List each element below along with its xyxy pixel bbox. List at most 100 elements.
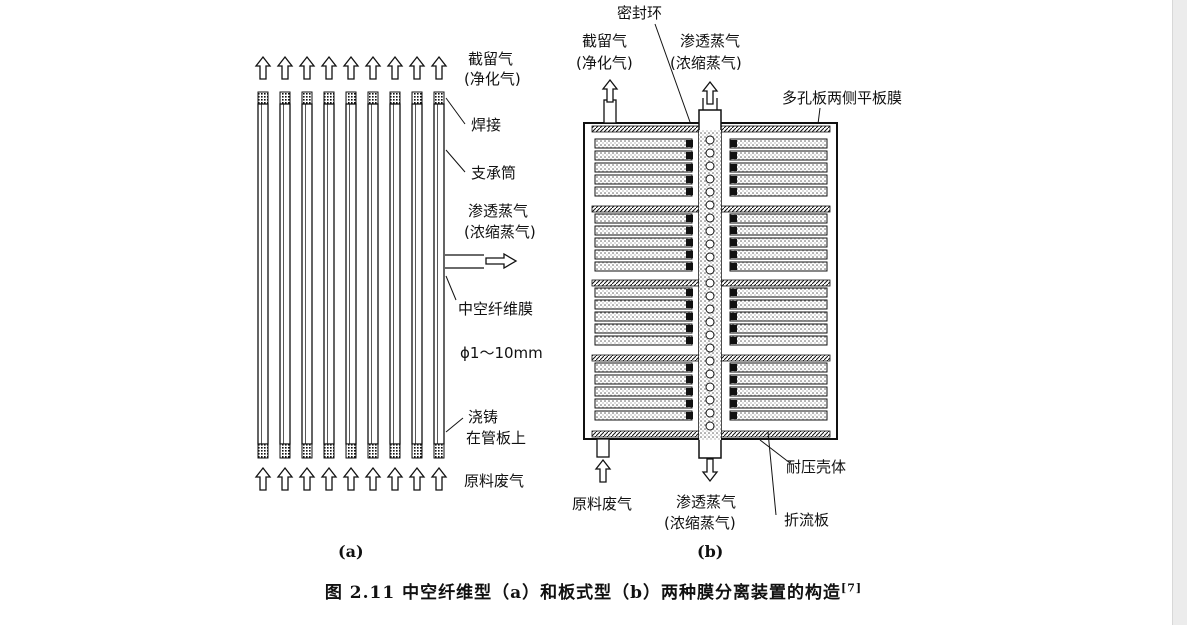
flat-membrane-plate [729,410,828,421]
a-retentate-label-2: (净化气) [464,70,521,88]
hollow-fiber-tube [257,103,269,445]
hollow-fiber-tube [367,103,379,445]
a-sub-label: (a) [338,542,364,561]
retentate-up-arrow [298,55,316,80]
seal-ring-block [730,152,737,159]
flat-membrane-plate [594,410,693,421]
perforation-hole [705,252,715,262]
flat-membrane-plate [729,261,828,272]
potting-block [257,443,269,459]
hollow-fiber-tube [301,103,313,445]
flat-membrane-plate [729,213,828,224]
potting-block [367,443,379,459]
flat-membrane-plate [729,323,828,334]
hollow-fiber-tube [411,103,423,445]
flat-membrane-plate [729,138,828,149]
retentate-up-arrow [364,55,382,80]
weld-block [279,91,291,105]
seal-ring-block [686,227,693,234]
seal-ring-block [686,152,693,159]
perforation-hole [705,304,715,314]
feed-up-arrow [342,466,360,491]
flat-membrane-plate [729,398,828,409]
permeate-top-arrow [701,80,719,105]
flat-membrane-plate [729,386,828,397]
perforation-hole [705,395,715,405]
seal-ring-block [730,400,737,407]
weld-block [367,91,379,105]
retentate-up-arrow [342,55,360,80]
seal-ring-block [730,388,737,395]
perforation-hole [705,239,715,249]
flat-membrane-plate [594,249,693,260]
permeate-bottom-arrow [701,458,719,483]
potting-block [389,443,401,459]
a-feed-label: 原料废气 [464,472,524,490]
seal-ring-block [730,289,737,296]
seal-ring-block [730,313,737,320]
feed-up-arrow [254,466,272,491]
plate-module [583,23,838,516]
flat-membrane-plate [594,186,693,197]
flat-membrane-plate [594,398,693,409]
b-flat-membrane-label: 多孔板两侧平板膜 [782,89,902,107]
seal-ring-block [730,251,737,258]
flat-membrane-plate [594,362,693,373]
feed-up-arrow [364,466,382,491]
flat-membrane-plate [729,150,828,161]
seal-ring-block [730,215,737,222]
baffle-leader [767,431,777,516]
flat-membrane-plate [729,287,828,298]
flat-membrane-plate [729,311,828,322]
perforation-hole [705,265,715,275]
weld-block [257,91,269,105]
hollow-fiber-tube [389,103,401,445]
a-potting-label-2: 在管板上 [466,429,526,447]
flat-membrane-plate [594,323,693,334]
b-retentate-label-2: (净化气) [576,54,633,72]
perforation-hole [705,356,715,366]
hollow-fiber-tube [433,103,445,445]
feed-inlet-arrow [594,458,612,483]
feed-up-arrow [408,466,426,491]
seal-ring-block [686,140,693,147]
b-seal-ring-label: 密封环 [617,4,662,22]
seal-ring-block [730,239,737,246]
a-weld-label: 焊接 [471,116,501,134]
flat-membrane-plate [594,261,693,272]
weld-block [433,91,445,105]
hollow-fiber-tube [345,103,357,445]
perforation-hole [705,343,715,353]
hollow-fiber-tube [323,103,335,445]
potting-block [323,443,335,459]
flat-membrane-plate [729,249,828,260]
flat-membrane-plate [729,225,828,236]
seal-ring-leader [654,23,691,123]
perforation-hole [705,148,715,158]
perforation-hole [705,291,715,301]
b-pressure-shell-label: 耐压壳体 [786,458,846,476]
retentate-up-arrow [408,55,426,80]
b-baffle-label: 折流板 [784,511,829,529]
a-potting-label-1: 浇铸 [468,408,498,426]
retentate-outlet-pipe [603,99,617,124]
seal-ring-block [686,337,693,344]
perforation-hole [705,135,715,145]
flat-membrane-plate [729,162,828,173]
flat-membrane-plate [594,213,693,224]
perforation-hole [705,369,715,379]
flat-membrane-plate [594,150,693,161]
seal-ring-block [686,176,693,183]
flat-membrane-plate [594,386,693,397]
potting-leader [445,417,464,433]
flat-membrane-plate [594,299,693,310]
seal-ring-block [686,376,693,383]
flat-membrane-plate [594,162,693,173]
caption-reference: [7] [841,581,863,595]
seal-ring-block [686,400,693,407]
weld-block [301,91,313,105]
a-support-tube-label: 支承筒 [471,164,516,182]
seal-ring-block [686,289,693,296]
b-permeate-bottom-label-1: 渗透蒸气 [676,493,736,511]
